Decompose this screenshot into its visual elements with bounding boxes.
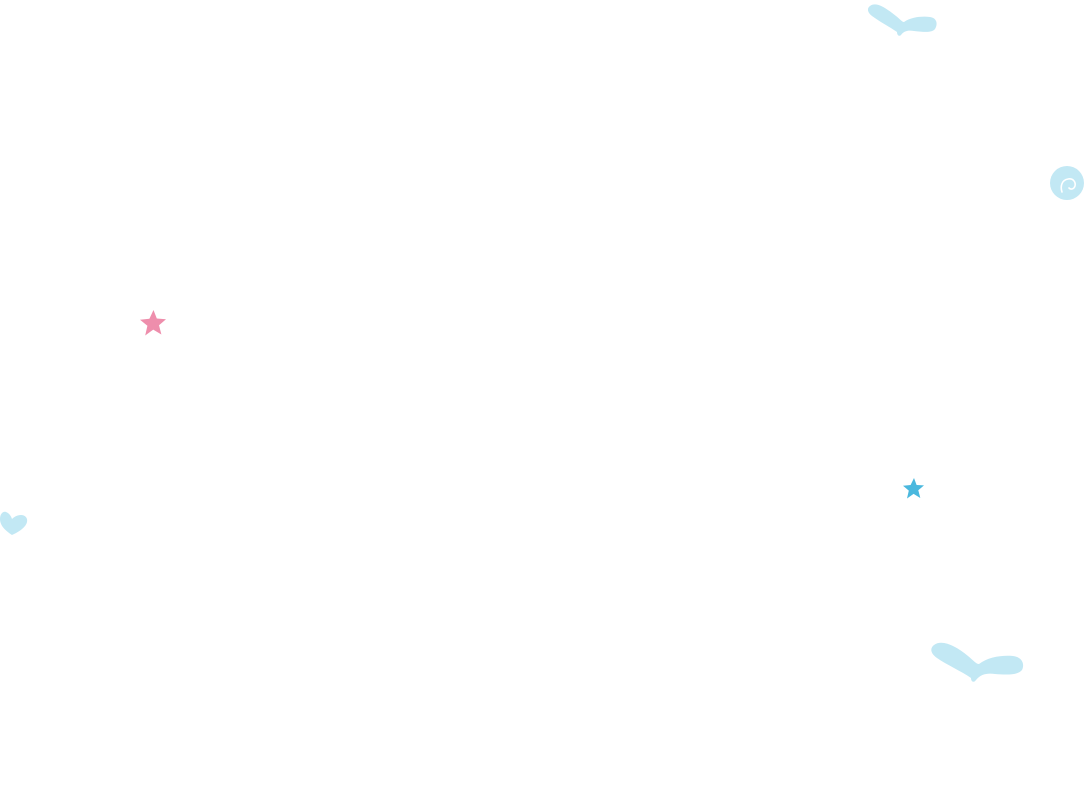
spiral-icon <box>1050 166 1084 200</box>
splash-icon <box>867 4 937 36</box>
heart-icon <box>0 511 28 535</box>
star-icon <box>140 310 166 336</box>
star-icon <box>903 478 924 499</box>
splash-icon <box>931 642 1024 682</box>
